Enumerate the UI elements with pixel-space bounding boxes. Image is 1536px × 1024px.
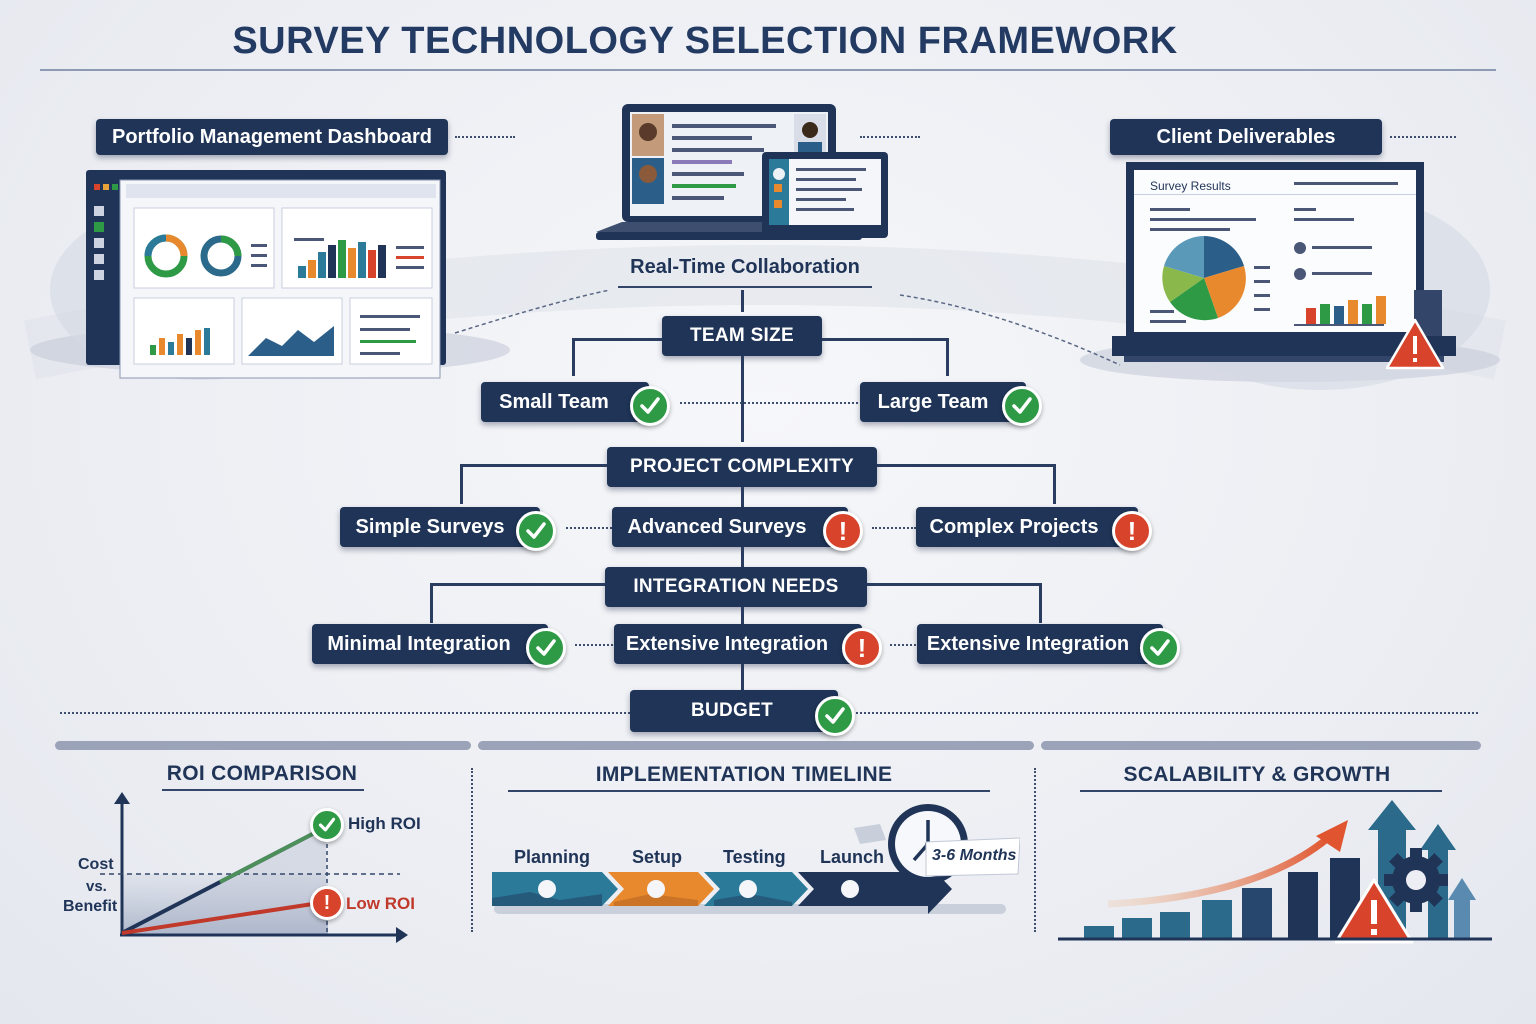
y-axis-label-cost: Cost <box>78 856 114 873</box>
connector-dots <box>860 136 920 138</box>
warning-icon: ! <box>310 886 344 920</box>
warning-icon: ! <box>823 511 863 551</box>
connector-dots <box>890 644 916 646</box>
flow-connector <box>741 547 744 567</box>
connector-dots <box>455 136 515 138</box>
client-deliverables-illustration <box>1112 162 1456 370</box>
flow-connector <box>741 487 744 507</box>
project-complexity-node: PROJECT COMPLEXITY <box>607 447 877 487</box>
extensive-integration-node-2: Extensive Integration <box>917 624 1163 664</box>
budget-node: BUDGET <box>630 690 838 732</box>
column-divider <box>471 768 473 932</box>
roi-heading-underline <box>162 789 364 791</box>
small-team-node: Small Team <box>481 382 649 422</box>
flow-connector <box>430 583 605 586</box>
connector-dots <box>1390 136 1456 138</box>
collaboration-laptop-illustration <box>596 104 888 240</box>
high-roi-label: High ROI <box>348 814 421 833</box>
flow-connector <box>741 607 744 625</box>
portfolio-dashboard-label: Portfolio Management Dashboard <box>96 119 448 155</box>
dashboard-illustration <box>86 170 446 379</box>
roi-comparison-chart <box>100 792 408 943</box>
section-bar <box>1041 741 1481 750</box>
section-bar <box>478 741 1034 750</box>
team-size-node: TEAM SIZE <box>662 316 822 356</box>
check-icon <box>1002 386 1042 426</box>
connector-dots <box>872 527 916 529</box>
check-icon <box>815 696 855 736</box>
check-icon <box>630 386 670 426</box>
scalability-growth-graphic <box>1058 800 1492 944</box>
flow-connector <box>460 464 463 504</box>
check-icon <box>1140 628 1180 668</box>
large-team-node: Large Team <box>860 382 1026 422</box>
extensive-integration-node-1: Extensive Integration <box>614 624 862 664</box>
flow-connector <box>572 338 575 376</box>
low-roi-label: Low ROI <box>346 894 415 913</box>
connector-dots <box>566 527 612 529</box>
step-setup-label: Setup <box>632 847 683 867</box>
scalability-heading: SCALABILITY & GROWTH <box>1123 763 1391 786</box>
survey-results-screen-title: Survey Results <box>1150 179 1231 193</box>
column-divider <box>1034 768 1036 932</box>
collaboration-underline <box>618 286 872 288</box>
check-icon <box>516 511 556 551</box>
check-icon <box>526 628 566 668</box>
client-deliverables-label: Client Deliverables <box>1110 119 1382 155</box>
connector-dots <box>680 402 858 404</box>
step-planning-label: Planning <box>514 847 590 867</box>
flow-connector <box>741 290 744 312</box>
section-bar <box>55 741 471 750</box>
roi-comparison-heading: ROI COMPARISON <box>166 762 358 785</box>
complex-projects-node: Complex Projects <box>916 507 1138 547</box>
warning-icon: ! <box>842 628 882 668</box>
advanced-surveys-node: Advanced Surveys <box>612 507 848 547</box>
flow-connector <box>867 583 1041 586</box>
timeline-heading-underline <box>508 790 990 792</box>
flow-connector <box>430 583 433 623</box>
y-axis-label-vs: vs. <box>86 878 107 895</box>
title-divider <box>40 69 1496 71</box>
real-time-collaboration-label: Real-Time Collaboration <box>630 256 860 278</box>
duration-label: 3-6 Months <box>932 847 1017 864</box>
page-title: SURVEY TECHNOLOGY SELECTION FRAMEWORK <box>232 20 1178 62</box>
flow-connector <box>877 464 1055 467</box>
flow-connector <box>460 464 607 467</box>
check-icon <box>310 808 344 842</box>
integration-needs-node: INTEGRATION NEEDS <box>605 567 867 607</box>
warning-icon: ! <box>1112 511 1152 551</box>
minimal-integration-node: Minimal Integration <box>312 624 548 664</box>
simple-surveys-node: Simple Surveys <box>340 507 540 547</box>
timeline-arrow-graphic <box>492 804 1020 914</box>
flow-connector <box>572 338 662 341</box>
flow-connector <box>1053 464 1056 504</box>
flow-connector <box>946 338 949 376</box>
flow-connector <box>741 664 744 690</box>
scalability-heading-underline <box>1080 790 1442 792</box>
step-testing-label: Testing <box>723 847 786 867</box>
implementation-timeline-heading: IMPLEMENTATION TIMELINE <box>595 763 893 786</box>
flow-connector <box>1039 583 1042 623</box>
flow-connector <box>741 356 744 442</box>
connector-dots <box>575 644 613 646</box>
y-axis-label-benefit: Benefit <box>63 898 118 915</box>
flow-connector <box>822 338 948 341</box>
step-launch-label: Launch <box>820 847 885 867</box>
